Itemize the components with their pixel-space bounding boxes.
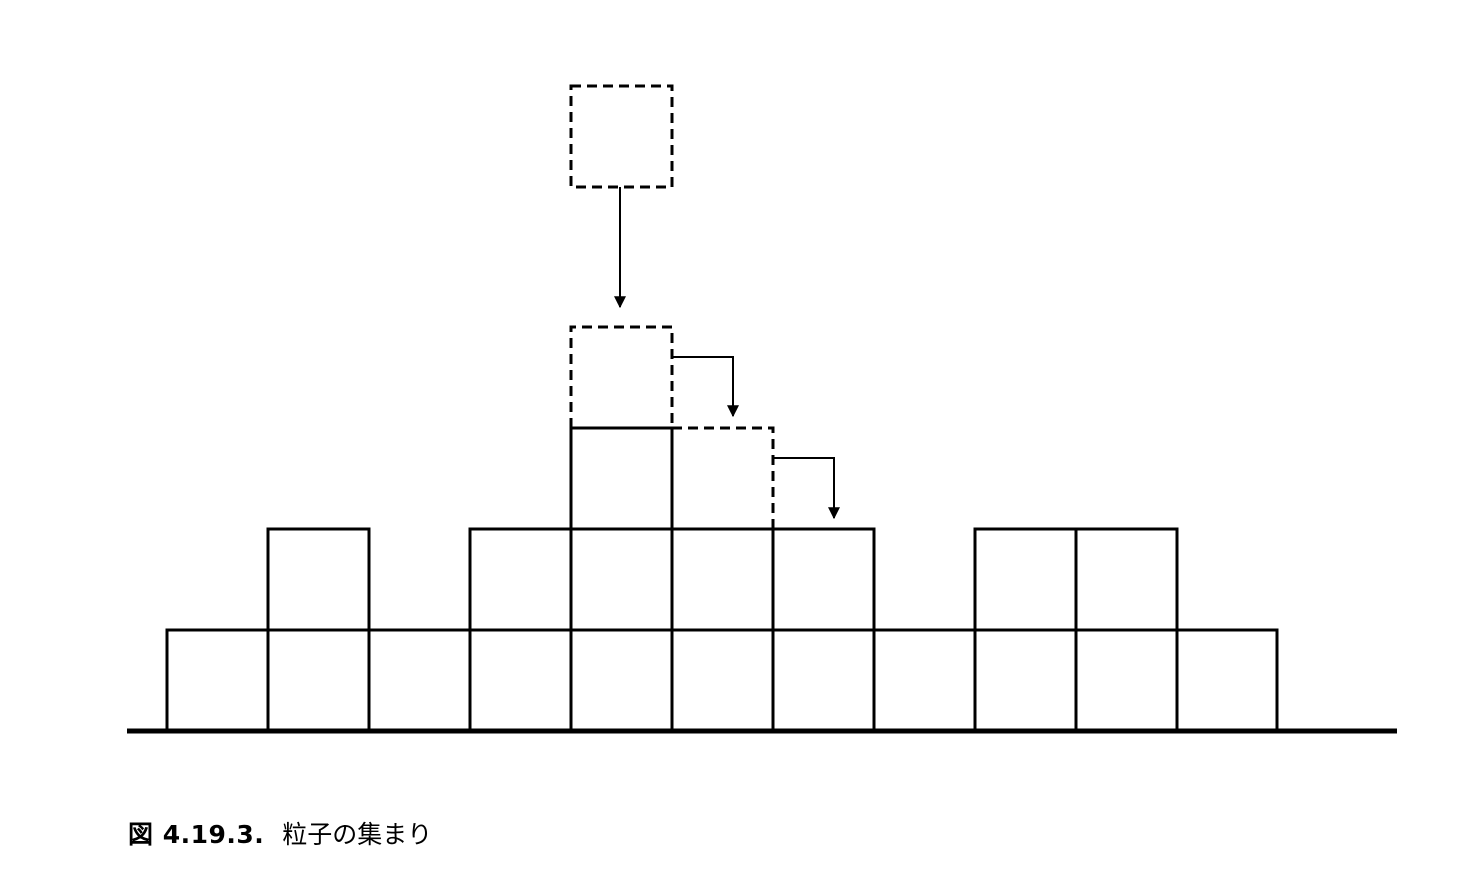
particle [367,628,472,733]
particle [165,628,270,733]
falling-particle-slide-one [672,426,775,529]
particle [266,527,371,632]
particle [670,527,775,632]
particle [973,527,1078,632]
particle [468,527,573,632]
figure-caption: 図 4.19.3. 粒子の集まり [128,815,432,849]
particle-row-bottom [165,628,1279,733]
particle-row-second [266,527,1179,632]
particle [468,628,573,733]
particle [569,628,674,733]
motion-arrows [614,187,840,520]
particle [266,628,371,733]
particle [973,628,1078,733]
particle [771,628,876,733]
falling-particle-positions [569,84,775,529]
slide-arrow-one [673,356,739,418]
particle [670,628,775,733]
figure-caption-label: 図 4.19.3. [128,820,265,849]
falling-particle-landing [569,325,674,428]
particle-top-solid [569,426,674,531]
particle [1175,628,1279,733]
particle [771,527,876,632]
particle [1074,628,1179,733]
particle [569,527,674,632]
figure-caption-text: 粒子の集まり [282,820,433,849]
slide-arrow-two [774,457,840,520]
particle [872,628,977,733]
particle [1074,527,1179,632]
falling-particle-start [569,84,674,189]
